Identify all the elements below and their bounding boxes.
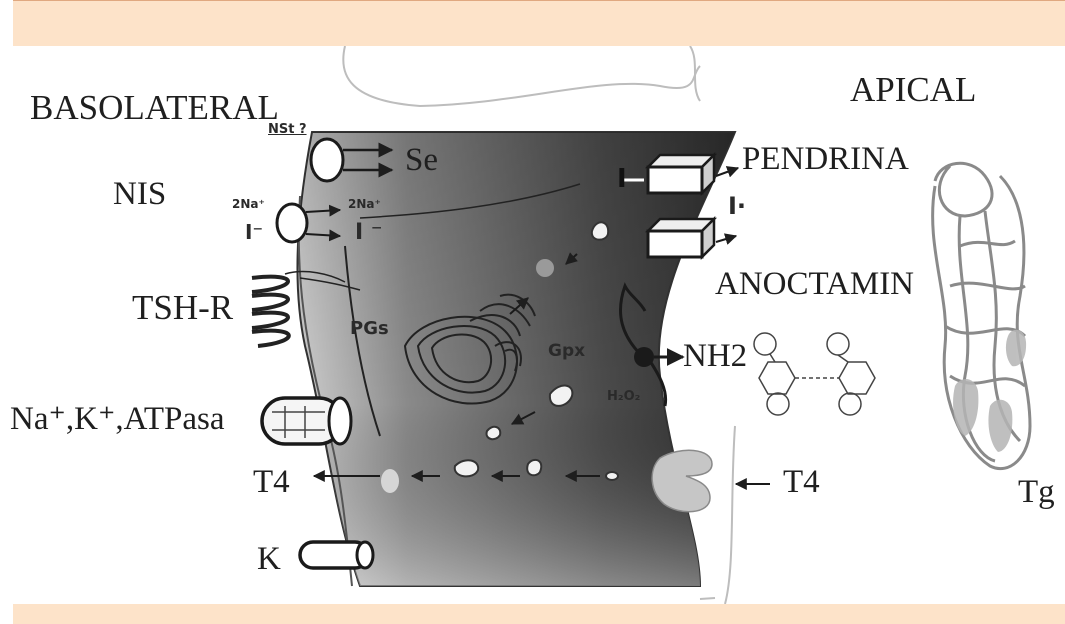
pendrina-label: PENDRINA	[742, 143, 909, 176]
nis-label: NIS	[113, 178, 166, 211]
pendrina-box-icon	[648, 155, 714, 193]
h2o2-label: H₂O₂	[607, 390, 640, 403]
header-band	[13, 0, 1065, 47]
gpx-label: Gpx	[548, 343, 585, 360]
tsh-receptor-coil-icon	[252, 277, 289, 346]
tsh-r-label: TSH-R	[132, 290, 233, 325]
tg-label: Tg	[1018, 476, 1055, 509]
k-label: K	[257, 543, 281, 576]
nst-label: NSt ?	[268, 123, 307, 136]
k-channel-icon	[300, 542, 373, 568]
t4-left-label: T4	[253, 466, 290, 499]
se-label: Se	[405, 144, 438, 177]
diagram-canvas: BASOLATERAL APICAL NIS TSH-R Na⁺,K⁺,ATPa…	[0, 46, 1065, 604]
iodide-left-label: I⁻	[245, 222, 263, 242]
atpase-channel-icon	[262, 398, 351, 444]
basolateral-label: BASOLATERAL	[30, 90, 279, 125]
nh2-label: NH2	[683, 340, 747, 373]
na-left-label: 2Na⁺	[232, 198, 265, 210]
se-transporter-icon	[311, 139, 343, 181]
tyrosine-molecule-icon	[754, 333, 875, 415]
na-right-label: 2Na⁺	[348, 198, 381, 210]
anoctamin-box-icon	[648, 219, 714, 257]
na-k-atpasa-label: Na⁺,K⁺,ATPasa	[10, 403, 224, 436]
t4-right-label: T4	[783, 466, 820, 499]
footer-band	[13, 604, 1065, 624]
iodide-right-label: I ⁻	[355, 222, 382, 244]
apical-label: APICAL	[850, 72, 976, 107]
anoctamin-label: ANOCTAMIN	[715, 268, 914, 301]
iodide-pendrina-label: I	[617, 166, 627, 192]
iodide-apical-label: I·	[728, 194, 746, 218]
pgs-label: PGs	[350, 320, 389, 338]
nis-transporter-icon	[277, 204, 307, 242]
thyroglobulin-icon	[933, 163, 1030, 468]
